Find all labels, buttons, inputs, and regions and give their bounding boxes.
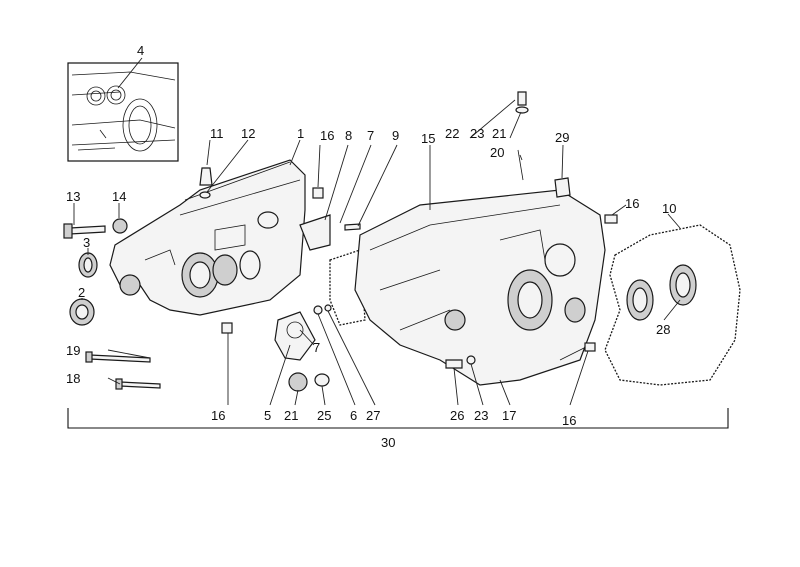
callout-16-right: 16 <box>625 196 639 211</box>
callout-25: 25 <box>317 408 331 423</box>
callout-11: 11 <box>210 126 224 141</box>
callout-7-top: 7 <box>367 128 374 143</box>
callout-21-top: 21 <box>492 126 506 141</box>
gasket-plates <box>274 214 366 361</box>
callout-28: 28 <box>656 322 670 337</box>
callout-29: 29 <box>555 130 569 145</box>
callout-16-bottom-right: 16 <box>562 413 576 428</box>
callout-9: 9 <box>392 128 399 143</box>
callout-27: 27 <box>366 408 380 423</box>
callout-16-bottom-left: 16 <box>211 408 225 423</box>
callout-1: 1 <box>297 126 304 141</box>
callout-18: 18 <box>66 371 80 386</box>
callout-20: 20 <box>490 145 504 160</box>
callout-21-bottom: 21 <box>284 408 298 423</box>
callout-7-middle: 7 <box>313 340 320 355</box>
left-housing <box>109 159 306 316</box>
callout-19: 19 <box>66 343 80 358</box>
inset-detail <box>67 62 179 162</box>
callout-3: 3 <box>83 235 90 250</box>
callout-23-bottom: 23 <box>474 408 488 423</box>
bearings <box>69 252 697 326</box>
callout-4: 4 <box>137 43 144 58</box>
callout-14: 14 <box>112 189 126 204</box>
callout-5: 5 <box>264 408 271 423</box>
callout-16-top-left: 16 <box>320 128 334 143</box>
callout-12: 12 <box>241 126 255 141</box>
callout-10: 10 <box>662 201 676 216</box>
leader-lines <box>73 57 681 406</box>
callout-2: 2 <box>78 285 85 300</box>
main-case <box>354 189 606 386</box>
side-cover-gasket <box>604 224 741 386</box>
fasteners <box>63 91 618 392</box>
callout-30: 30 <box>381 435 395 450</box>
callout-23-top: 23 <box>470 126 484 141</box>
callout-labels: 4 11 12 1 16 8 7 9 15 22 23 21 20 29 13 … <box>66 43 676 450</box>
callout-13: 13 <box>66 189 80 204</box>
callout-22: 22 <box>445 126 459 141</box>
callout-17: 17 <box>502 408 516 423</box>
assembly-bracket <box>67 408 729 429</box>
callout-15: 15 <box>421 131 435 146</box>
callout-6: 6 <box>350 408 357 423</box>
callout-8: 8 <box>345 128 352 143</box>
callout-26: 26 <box>450 408 464 423</box>
